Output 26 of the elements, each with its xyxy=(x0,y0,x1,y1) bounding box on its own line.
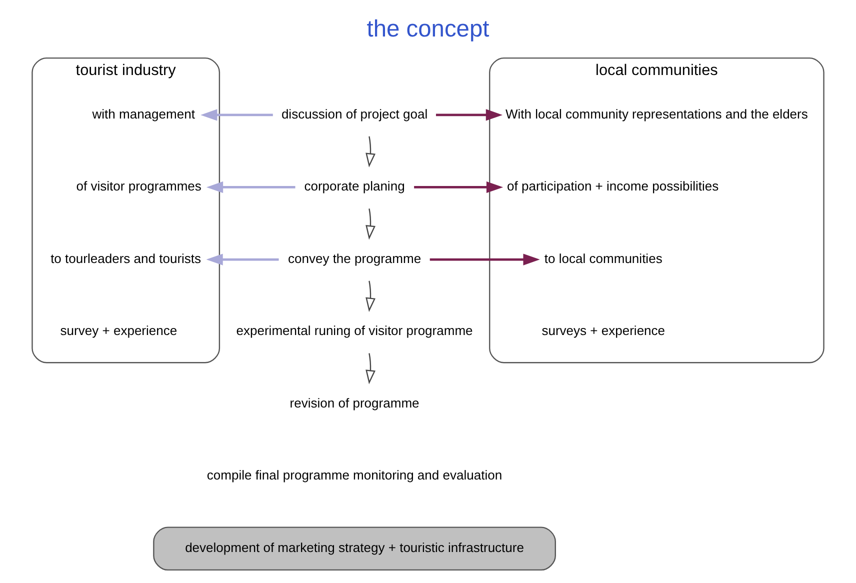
arrow xyxy=(366,208,376,240)
node-text: to tourleaders and tourists xyxy=(50,250,202,266)
node-text: corporate planing xyxy=(304,178,405,194)
label: surveys + experience xyxy=(542,323,666,338)
node-text: to local communities xyxy=(544,250,662,266)
arrow xyxy=(366,353,376,384)
arrow xyxy=(206,181,296,194)
node-text: experimental runing of visitor programme xyxy=(236,323,473,338)
arrow xyxy=(366,136,376,168)
arrow xyxy=(206,254,279,266)
diagram-title: the concept xyxy=(366,16,490,43)
node-text: revision of programme xyxy=(290,395,420,410)
arrow xyxy=(430,254,540,266)
node-text: convey the programme xyxy=(288,250,422,266)
arrow xyxy=(414,181,504,194)
label: survey + experience xyxy=(60,323,178,338)
node-box: development of marketing strategy + touristic infrastructure xyxy=(153,526,556,571)
node-text: with management xyxy=(92,106,195,122)
node-text: of visitor programmes xyxy=(76,178,202,194)
node-text: discussion of project goal xyxy=(281,106,428,122)
arrow xyxy=(436,109,502,121)
arrow xyxy=(366,280,376,312)
node-text: compile final programme monitoring and evaluation xyxy=(206,468,502,483)
node-text: of participation + income possibilities xyxy=(507,178,719,194)
arrow xyxy=(200,109,273,121)
node-text: With local community representations and the elders xyxy=(505,106,808,122)
